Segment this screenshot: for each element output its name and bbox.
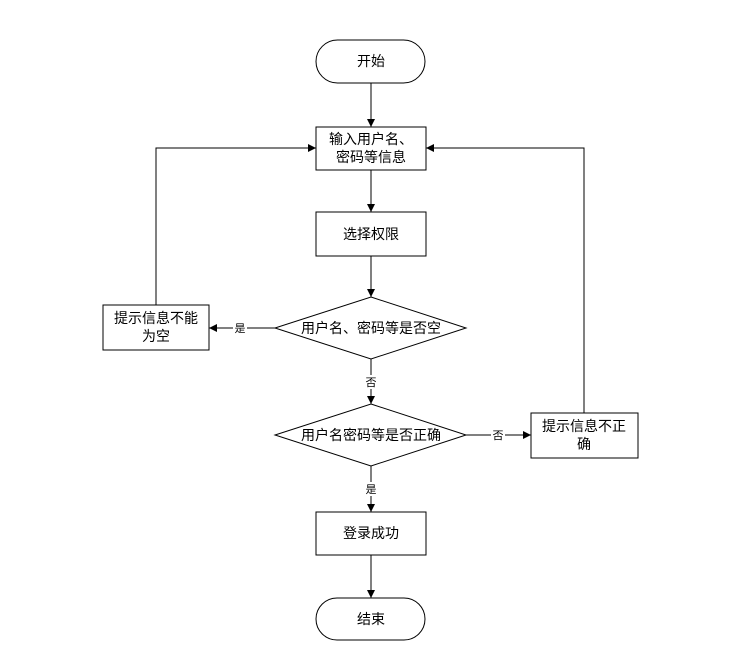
node-hint-empty: 提示信息不能 为空	[102, 304, 210, 351]
edge-label-empty-no: 否	[366, 376, 377, 389]
check-correct-label: 用户名密码等是否正确	[301, 427, 441, 444]
hint-empty-label-line2: 为空	[142, 329, 170, 345]
hint-incorrect-process-box	[530, 412, 639, 459]
label-bg-empty-yes	[233, 321, 247, 335]
node-check-correct: 用户名密码等是否正确	[273, 403, 468, 467]
label-bg-empty-no	[364, 375, 378, 389]
start-terminator	[315, 39, 426, 84]
select-role-label: 选择权限	[343, 227, 399, 243]
hint-incorrect-label-line1: 提示信息不正	[542, 418, 626, 435]
edge-labels: 是 否 否 是	[233, 321, 505, 496]
select-role-process-box	[315, 211, 427, 257]
check-empty-decision	[273, 296, 468, 360]
start-label: 开始	[357, 54, 385, 70]
edge-hint-incorrect-back-to-input	[426, 144, 585, 413]
input-label-line1: 输入用户名、	[329, 131, 413, 148]
end-label: 结束	[357, 612, 385, 628]
hint-empty-label-line1: 提示信息不能	[114, 310, 198, 327]
node-select-role: 选择权限	[315, 211, 427, 257]
edge-label-empty-yes: 是	[235, 322, 246, 335]
end-terminator	[315, 597, 426, 641]
hint-empty-process-box	[102, 304, 210, 351]
edge-label-correct-yes: 是	[366, 483, 377, 496]
hint-incorrect-label-line2: 确	[577, 437, 591, 453]
check-correct-decision	[273, 403, 468, 467]
node-hint-incorrect: 提示信息不正 确	[530, 412, 639, 459]
node-check-empty: 用户名、密码等是否空	[273, 296, 468, 360]
input-label-line2: 密码等信息	[336, 149, 406, 166]
check-empty-label: 用户名、密码等是否空	[301, 320, 441, 337]
node-login-success: 登录成功	[315, 511, 427, 556]
login-success-label: 登录成功	[343, 526, 399, 542]
node-start: 开始	[315, 39, 426, 84]
label-bg-correct-yes	[364, 482, 378, 496]
input-process-box	[315, 126, 427, 171]
edge-hint-empty-back-to-input	[155, 144, 316, 305]
node-input: 输入用户名、 密码等信息	[315, 126, 427, 171]
login-success-process-box	[315, 511, 427, 556]
node-end: 结束	[315, 597, 426, 641]
label-bg-correct-no	[491, 428, 505, 442]
edge-label-correct-no: 否	[493, 429, 504, 442]
